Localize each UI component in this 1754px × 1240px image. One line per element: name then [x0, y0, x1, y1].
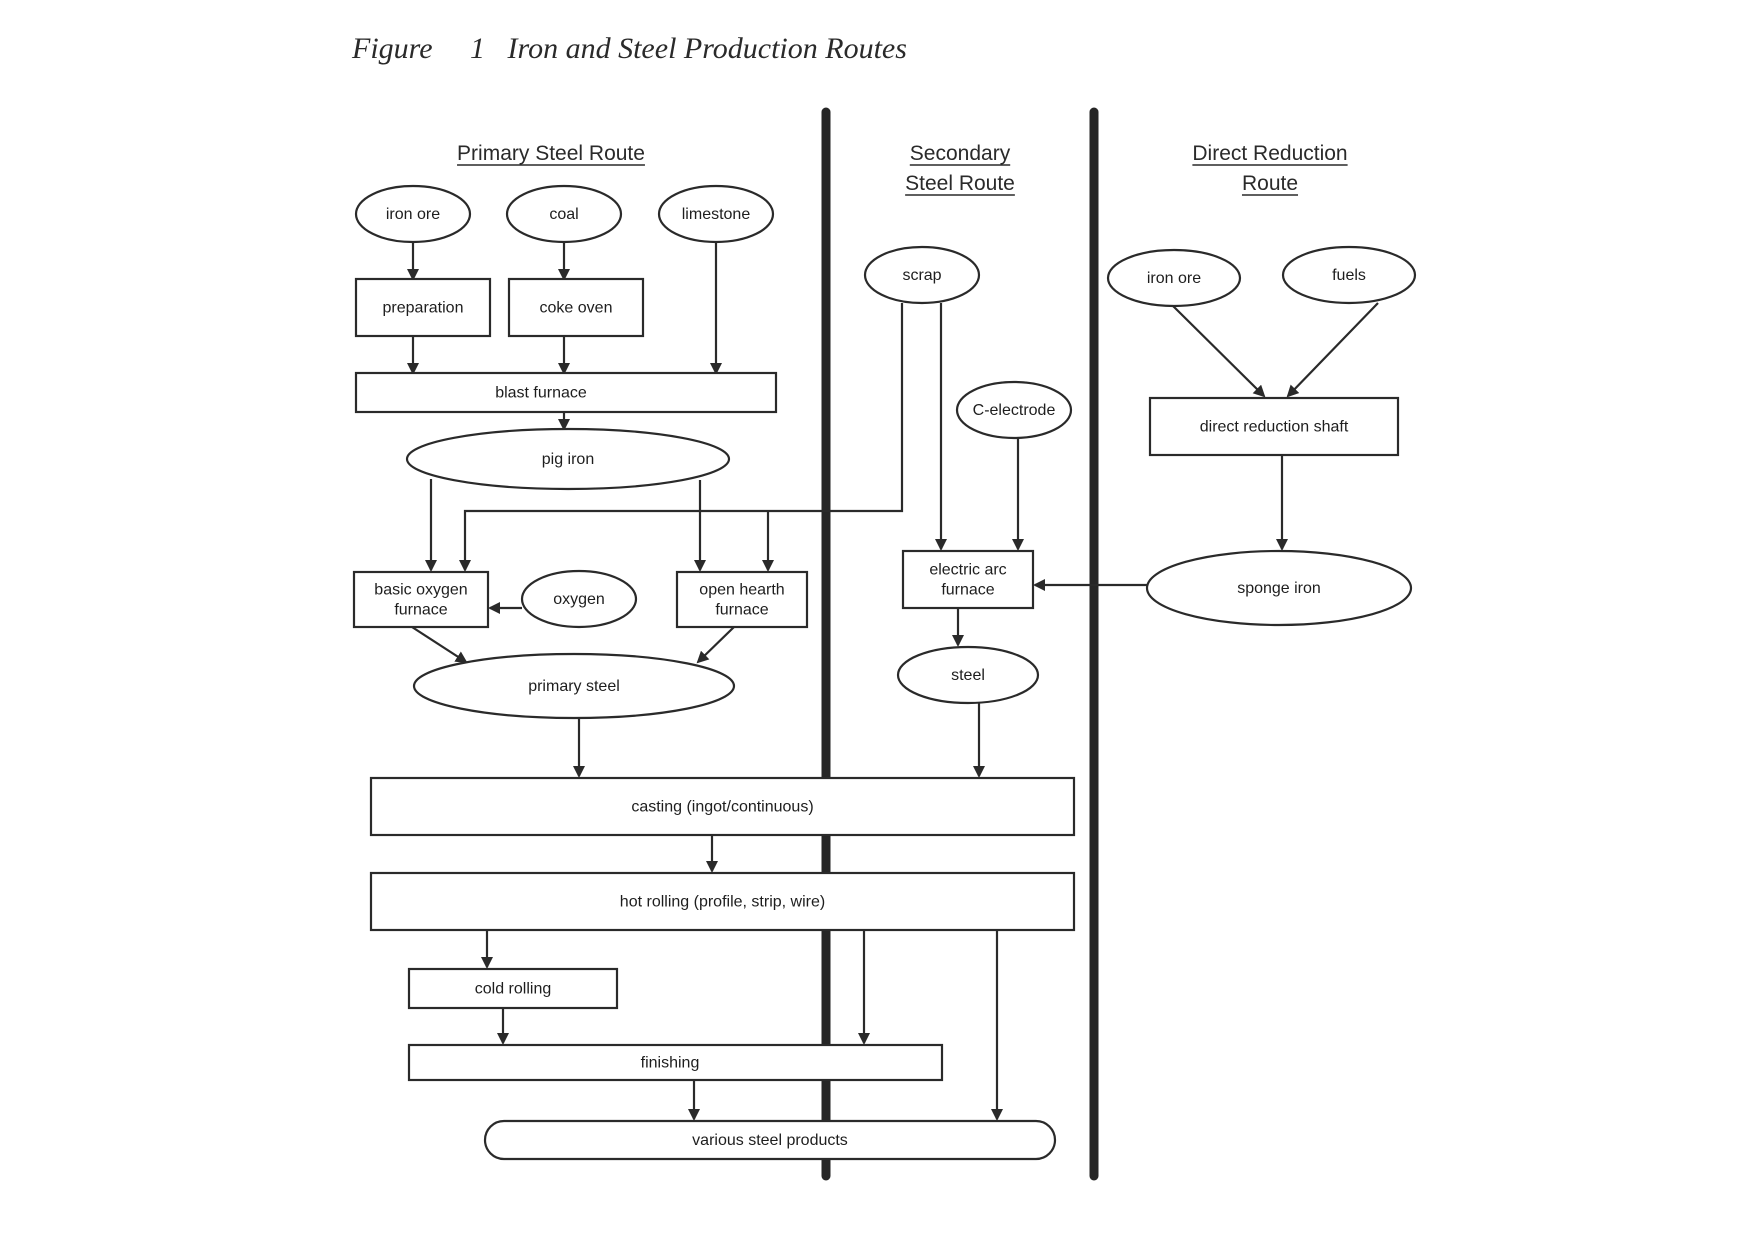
node-shape	[1145, 549, 1413, 627]
node-label: electric arc	[929, 562, 1006, 579]
node-basic-oxygen-furnace: basic oxygen furnace	[352, 570, 490, 629]
node-limestone: limestone	[657, 184, 775, 244]
node-shape	[1106, 248, 1242, 308]
node-label: coal	[549, 206, 578, 223]
node-pig-iron: pig iron	[405, 427, 731, 491]
node-shape	[505, 184, 623, 244]
node-label: primary steel	[528, 678, 620, 695]
node-open-hearth-furnace: open hearth furnace	[675, 570, 809, 629]
node-shape	[520, 569, 638, 629]
node-label: various steel products	[692, 1132, 848, 1149]
node-shape	[354, 371, 778, 414]
node-label: direct reduction shaft	[1200, 419, 1349, 436]
node-label: fuels	[1332, 267, 1366, 284]
node-shape	[407, 967, 619, 1010]
node-shape	[407, 1043, 944, 1082]
node-sponge-iron: sponge iron	[1145, 549, 1413, 627]
figure-title: Figure 1 Iron and Steel Production Route…	[352, 32, 907, 66]
edge-fuels-to-direct-reduction-shaft	[1286, 302, 1379, 398]
node-cold-rolling: cold rolling	[407, 967, 619, 1010]
node-fuels: fuels	[1281, 245, 1417, 305]
node-c-electrode: C-electrode	[955, 380, 1073, 440]
node-shape	[1281, 245, 1417, 305]
node-shape	[955, 380, 1073, 440]
route-heading-secondary-line-2: Steel Route	[905, 172, 1015, 195]
node-shape	[896, 645, 1040, 705]
node-shape	[1148, 396, 1400, 457]
node-steel: steel	[896, 645, 1040, 705]
node-label: hot rolling (profile, strip, wire)	[620, 894, 825, 911]
node-shape	[354, 277, 492, 338]
node-electric-arc-furnace: electric arc furnace	[901, 549, 1035, 610]
edge-basic-oxygen-furnace-to-primary-steel	[411, 626, 468, 664]
node-label: limestone	[682, 206, 751, 223]
node-iron-ore-direct: iron ore	[1106, 248, 1242, 308]
node-shape	[863, 245, 981, 305]
node-casting: casting (ingot/continuous)	[369, 776, 1076, 837]
node-various-steel-products: various steel products	[483, 1119, 1057, 1161]
node-iron-ore-primary: iron ore	[354, 184, 472, 244]
node-label: basic oxygen	[374, 582, 467, 599]
node-label: iron ore	[386, 206, 440, 223]
node-direct-reduction-shaft: direct reduction shaft	[1148, 396, 1400, 457]
node-shape	[657, 184, 775, 244]
node-hot-rolling: hot rolling (profile, strip, wire)	[369, 871, 1076, 932]
node-scrap: scrap	[863, 245, 981, 305]
node-shape	[901, 549, 1035, 610]
node-label: pig iron	[542, 451, 594, 468]
node-shape	[354, 184, 472, 244]
route-heading-direct-line-1: Direct Reduction	[1192, 142, 1347, 165]
node-label: casting (ingot/continuous)	[631, 799, 813, 816]
figure-label: Figure	[352, 32, 433, 65]
node-label: finishing	[641, 1055, 700, 1072]
node-label: furnace	[941, 582, 994, 599]
node-shape	[352, 570, 490, 629]
node-label: steel	[951, 667, 985, 684]
node-label: C-electrode	[973, 402, 1056, 419]
node-preparation: preparation	[354, 277, 492, 338]
node-shape	[675, 570, 809, 629]
node-oxygen: oxygen	[520, 569, 638, 629]
node-label: open hearth	[699, 582, 784, 599]
node-finishing: finishing	[407, 1043, 944, 1082]
node-shape	[412, 652, 736, 720]
node-label: iron ore	[1147, 270, 1201, 287]
node-shape	[483, 1119, 1057, 1161]
edge-iron-ore-direct-to-direct-reduction-shaft	[1169, 302, 1266, 398]
node-primary-steel: primary steel	[412, 652, 736, 720]
node-label: coke oven	[540, 300, 613, 317]
node-shape	[507, 277, 645, 338]
node-label: scrap	[902, 267, 941, 284]
node-label: preparation	[383, 300, 464, 317]
route-heading-primary-line-1: Primary Steel Route	[457, 142, 645, 165]
node-label: furnace	[394, 602, 447, 619]
node-label: furnace	[715, 602, 768, 619]
node-shape	[369, 871, 1076, 932]
node-coke-oven: coke oven	[507, 277, 645, 338]
node-blast-furnace: blast furnace	[354, 371, 778, 414]
edge-open-hearth-furnace-to-primary-steel	[696, 626, 735, 664]
edge-scrap-to-basic-oxygen-furnace	[459, 303, 904, 572]
node-label: cold rolling	[475, 981, 551, 998]
node-label: sponge iron	[1237, 580, 1321, 597]
node-shape	[369, 776, 1076, 837]
figure-caption: Iron and Steel Production Routes	[507, 32, 907, 65]
node-coal: coal	[505, 184, 623, 244]
node-label: blast furnace	[495, 385, 587, 402]
node-shape	[405, 427, 731, 491]
route-heading-direct-line-2: Route	[1242, 172, 1298, 195]
route-heading-secondary-line-1: Secondary	[910, 142, 1011, 165]
figure-number: 1	[470, 32, 486, 65]
node-label: oxygen	[553, 591, 605, 608]
